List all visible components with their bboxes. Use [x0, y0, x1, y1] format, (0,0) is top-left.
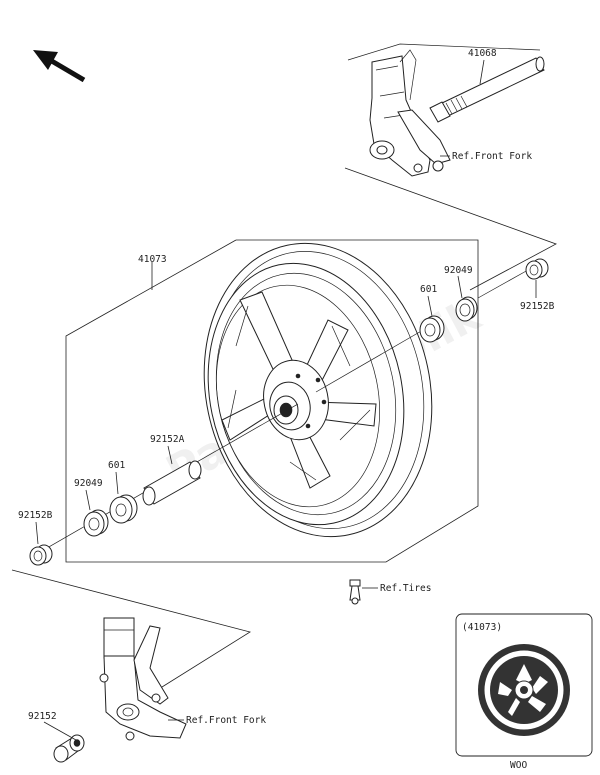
label-ref-front-fork-bottom: Ref.Front Fork	[186, 715, 266, 726]
spacer-92152A	[142, 460, 202, 506]
collar-92152B-right	[525, 258, 549, 280]
label-92152: 92152	[28, 711, 57, 722]
leader-92152A	[167, 445, 173, 465]
inset-title: (41073)	[462, 622, 502, 633]
oil-seal-92049-right	[455, 296, 478, 322]
bearing-601-left	[109, 494, 138, 524]
leader-92152B-left	[35, 521, 39, 545]
front-wheel-41073	[203, 242, 433, 538]
inset-footer: WOO	[510, 760, 527, 771]
label-601-left: 601	[108, 460, 125, 471]
label-41073: 41073	[138, 254, 167, 265]
wheel-inset-box: (41073) WOO	[455, 613, 593, 771]
axis-line-far-right	[477, 269, 529, 299]
front-fork-bottom-drawing	[99, 617, 187, 741]
collar-92152B-left	[29, 544, 53, 566]
wheel-assembly-box	[65, 239, 479, 563]
axle-41068	[429, 56, 545, 123]
label-92049-right: 92049	[444, 265, 473, 276]
tire-valve-drawing	[349, 579, 361, 605]
leader-92049-left	[85, 489, 91, 511]
label-92152B-left: 92152B	[18, 510, 53, 521]
leader-92049-right	[457, 275, 463, 299]
oil-seal-92049-left	[83, 509, 109, 537]
inset-wheel-drawing	[478, 644, 570, 736]
assembly-box-line-right	[344, 167, 557, 291]
leader-601-left	[115, 471, 119, 495]
collar-92152	[53, 734, 85, 763]
label-ref-tires: Ref.Tires	[380, 583, 431, 594]
axis-line-right	[315, 325, 431, 393]
label-ref-front-fork-top: Ref.Front Fork	[452, 151, 532, 162]
label-92152A: 92152A	[150, 434, 185, 445]
label-601-right: 601	[420, 284, 437, 295]
assembly-box-line-left	[11, 569, 251, 693]
label-92049-left: 92049	[74, 478, 103, 489]
front-direction-arrow-icon	[33, 50, 86, 83]
leader-41068	[479, 59, 485, 85]
front-fork-top-drawing	[347, 43, 541, 177]
leader-92152	[43, 721, 77, 741]
label-41068: 41068	[468, 48, 497, 59]
label-92152B-right: 92152B	[520, 301, 555, 312]
leader-601-right	[427, 295, 433, 317]
bearing-601-right	[419, 315, 445, 343]
